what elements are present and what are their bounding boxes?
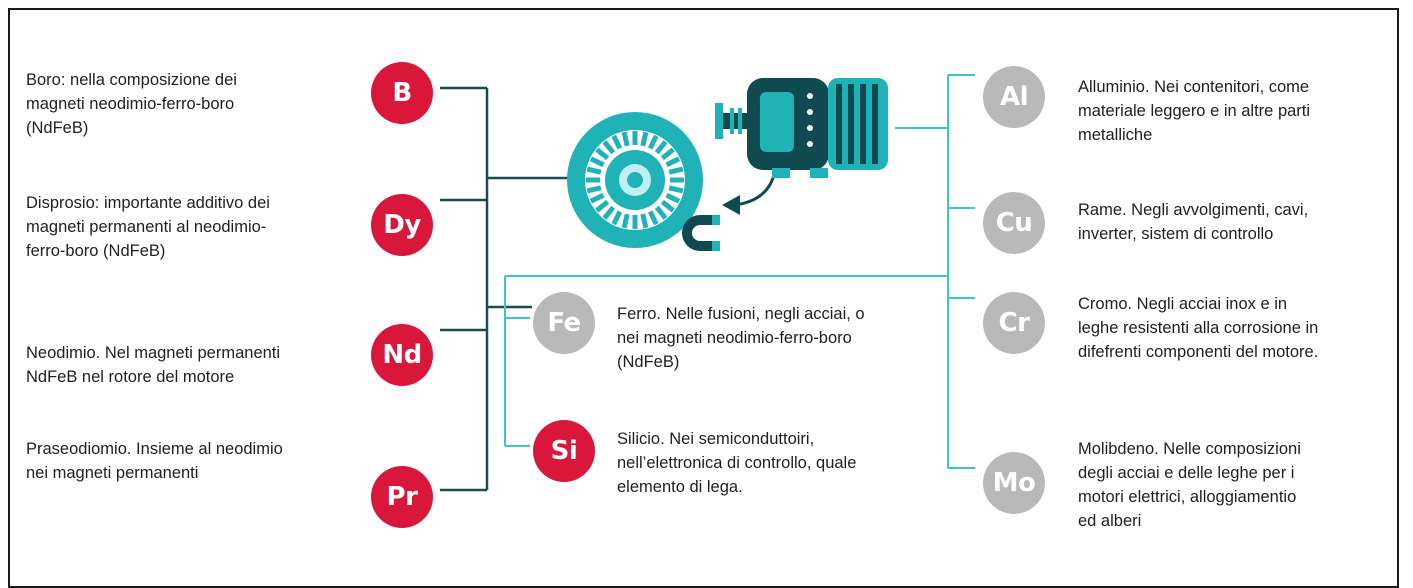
rotor-tooth [640,131,649,147]
rotor-tooth [640,213,649,229]
molybdenum-badge: Mo [983,452,1045,514]
right-bracket [504,74,975,469]
rotor-tooth [611,210,623,226]
chromium-badge: Cr [983,292,1045,354]
iron-badge: Fe [533,292,595,354]
rotor-tooth [632,131,638,145]
rotor-tooth [586,177,600,183]
rotor-tooth [654,205,668,220]
rotor-tooth [586,185,602,194]
copper-description: Rame. Negli avvolgimenti, cavi, inverter… [1078,201,1309,243]
boron-description: Boro: nella composizione dei magneti neo… [26,71,237,137]
rotor-tooth [595,147,610,161]
rotor-tooth [647,134,659,150]
rotor-tooth [589,156,605,168]
praseodymium-badge: Pr [371,466,433,528]
molybdenum-description: Molibdeno. Nelle composizioni degli acci… [1078,440,1301,530]
rotor-tooth [602,140,616,155]
rotor-tooth [602,205,616,220]
rotor-tooth [611,134,623,150]
rotor-tooth [668,185,684,194]
rotor-tooth [668,166,684,175]
rotor-tooth [660,147,675,161]
aluminium-description: Alluminio. Nei contenitori, come materia… [1078,78,1311,144]
iron-description: Ferro. Nelle fusioni, negli acciai, o ne… [617,305,865,371]
rotor-tooth [621,131,630,147]
dysprosium-badge: Dy [371,194,433,256]
rotor-tooth [665,156,681,168]
copper-badge: Cu [983,192,1045,254]
rotor-icon [567,112,703,248]
curved-arrow-icon [722,169,777,215]
rotor-tooth [586,166,602,175]
rotor-tooth [665,192,681,204]
rotor-tooth [647,210,659,226]
electric-motor-icon [715,78,888,178]
rotor-tooth [621,213,630,229]
left-bracket [440,86,575,492]
neodymium-badge: Nd [371,324,433,386]
dysprosium-description: Disprosio: importante additivo dei magne… [26,194,270,260]
diagram-frame: Boro: nella composizione dei magneti neo… [8,8,1399,588]
praseodymium-description: Praseodiomio. Insieme al neodimio nei ma… [26,440,283,482]
rotor-tooth [660,199,675,213]
aluminium-badge: Al [983,66,1045,128]
rotor-tooth [595,199,610,213]
neodymium-description: Neodimio. Nel magneti permanenti NdFeB n… [26,344,281,386]
chromium-description: Cromo. Negli acciai inox e in leghe resi… [1078,295,1319,361]
rotor-tooth [654,140,668,155]
connector-lines [440,74,975,492]
silicon-badge: Si [533,420,595,482]
rotor-tooth [670,177,684,183]
silicon-description: Silicio. Nei semiconduttoiri, nell’elett… [617,430,857,496]
magnet-icon [682,215,720,251]
rotor-tooth [589,192,605,204]
rotor-tooth [632,215,638,229]
boron-badge: B [371,62,433,124]
